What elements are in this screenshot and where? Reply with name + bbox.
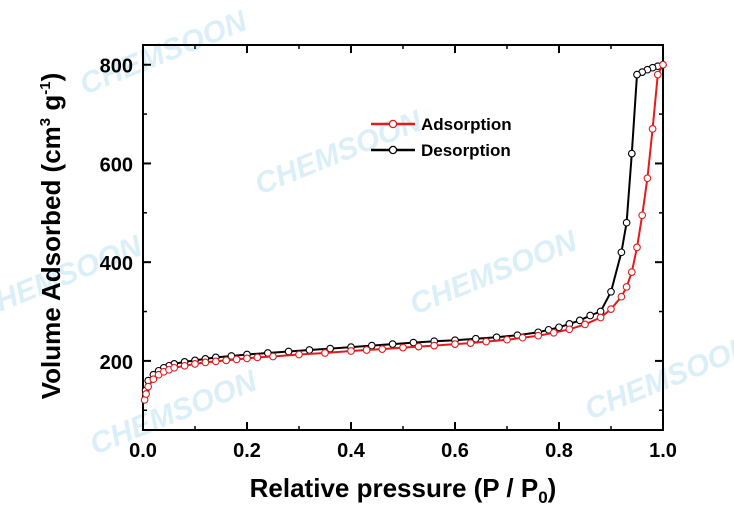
y-axis-title-end: ) xyxy=(36,73,66,82)
legend-marker-desorption xyxy=(388,145,398,155)
adsorption-point xyxy=(201,358,210,367)
adsorption-point xyxy=(643,174,652,183)
desorption-point xyxy=(409,338,418,347)
legend: Adsorption Desorption xyxy=(371,115,512,160)
x-tick-label: 0.4 xyxy=(337,440,366,462)
x-axis-title-sub: 0 xyxy=(538,488,547,507)
x-tick-label: 1.0 xyxy=(649,440,677,462)
adsorption-point xyxy=(347,347,355,355)
legend-label-adsorption: Adsorption xyxy=(421,115,512,134)
adsorption-point xyxy=(253,353,262,362)
adsorption-point xyxy=(399,343,407,352)
adsorption-point xyxy=(414,342,423,351)
watermark: CHEMSOON xyxy=(405,224,582,321)
adsorption-point xyxy=(170,363,179,372)
x-axis-title-end: ) xyxy=(548,473,557,503)
desorption-point xyxy=(627,149,636,158)
adsorption-point xyxy=(659,60,667,69)
y-tick-label: 600 xyxy=(100,154,133,176)
desorption-point xyxy=(555,323,563,332)
watermark: CHEMSOON xyxy=(580,329,734,426)
adsorption-point xyxy=(362,346,371,354)
adsorption-point xyxy=(222,356,231,365)
x-tick-label: 0.0 xyxy=(129,440,157,462)
tick-labels: 0.0 0.2 0.4 0.6 0.8 1.0 200 400 600 800 xyxy=(100,56,677,462)
y-tick-label: 200 xyxy=(100,352,133,374)
axis-ticks xyxy=(142,45,664,430)
adsorption-point xyxy=(503,335,511,344)
adsorption-point xyxy=(596,313,605,322)
adsorption-point xyxy=(321,349,329,357)
adsorption-point xyxy=(622,283,631,291)
adsorption-point xyxy=(232,355,241,364)
desorption-point xyxy=(586,311,595,320)
adsorption-point xyxy=(466,339,475,347)
adsorption-point xyxy=(482,337,491,346)
y-tick-label: 400 xyxy=(100,253,133,275)
adsorption-point xyxy=(149,375,158,384)
plot-frame xyxy=(142,44,664,431)
desorption-point xyxy=(607,287,615,296)
adsorption-point xyxy=(378,345,387,353)
y-axis-title-sup1: 3 xyxy=(37,118,54,126)
adsorption-point xyxy=(534,331,543,340)
y-axis-title: Volume Adsorbed (cm3 g-1) xyxy=(36,73,66,400)
desorption-point xyxy=(633,70,641,79)
y-axis-title-main: Volume Adsorbed (cm xyxy=(36,126,66,399)
desorption-point xyxy=(575,316,584,325)
adsorption-point xyxy=(633,243,641,252)
series-layer xyxy=(140,60,667,404)
legend-label-desorption: Desorption xyxy=(421,141,511,160)
adsorption-point xyxy=(627,268,636,276)
adsorption-point xyxy=(211,357,220,366)
adsorption-point xyxy=(243,354,251,363)
y-axis-title-mid: g xyxy=(36,95,66,118)
adsorption-point xyxy=(269,352,277,361)
adsorption-point xyxy=(142,390,150,398)
adsorption-point xyxy=(144,382,153,391)
x-axis-title: Relative pressure (P / P0) xyxy=(250,473,557,507)
x-tick-label: 0.6 xyxy=(441,440,469,462)
adsorption-point xyxy=(518,333,527,342)
adsorption-point xyxy=(180,361,189,370)
y-axis-title-sup2: -1 xyxy=(37,81,54,94)
desorption-point xyxy=(617,248,626,257)
legend-marker-adsorption xyxy=(388,119,398,129)
adsorption-point xyxy=(191,360,199,368)
adsorption-point xyxy=(451,340,459,348)
x-tick-label: 0.2 xyxy=(233,440,261,462)
adsorption-point xyxy=(653,70,662,79)
adsorption-point xyxy=(581,320,589,329)
watermark: CHEMSOON xyxy=(75,4,252,101)
adsorption-point xyxy=(430,341,439,350)
adsorption-point xyxy=(617,292,626,301)
y-tick-label: 800 xyxy=(100,56,133,78)
adsorption-point xyxy=(295,350,303,359)
desorption-point xyxy=(388,340,397,348)
x-axis-title-main: Relative pressure (P / P xyxy=(250,473,539,503)
x-tick-label: 0.8 xyxy=(545,440,573,462)
adsorption-point xyxy=(648,125,657,133)
desorption-point xyxy=(305,346,314,354)
watermark: CHEMSOON xyxy=(250,104,427,201)
watermark: CHEMSOON xyxy=(0,229,148,326)
adsorption-point xyxy=(638,211,647,220)
desorption-point xyxy=(284,347,293,356)
adsorption-point xyxy=(565,325,574,334)
adsorption-point xyxy=(607,305,615,313)
desorption-point xyxy=(622,218,631,227)
adsorption-point xyxy=(549,328,558,337)
